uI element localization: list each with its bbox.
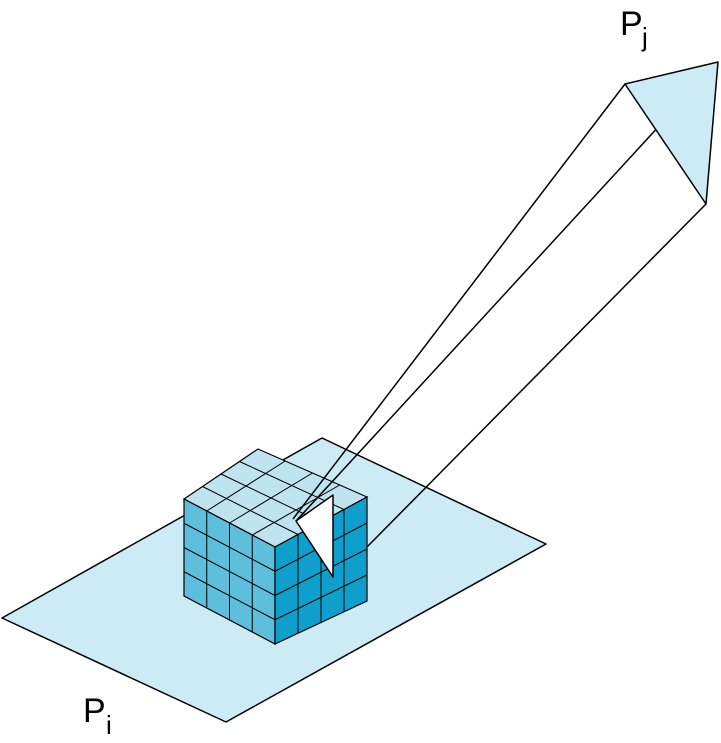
voxel-grid-line: [220, 473, 322, 523]
voxel-grid-line: [274, 574, 368, 621]
projected-triangle-pj: [624, 61, 719, 205]
voxel-grid-line: [183, 571, 276, 621]
projection-ray: [295, 61, 719, 522]
voxel-grid-line: [252, 484, 340, 536]
voxel-grid-line: [274, 548, 368, 596]
label-pi: P i: [83, 692, 112, 740]
label-pj-letter: P: [620, 5, 643, 43]
label-pj: P j: [620, 5, 648, 52]
projection-rays: [292, 61, 719, 548]
projection-ray: [366, 203, 707, 548]
label-pi-subscript: i: [106, 710, 112, 740]
source-triangle: [295, 494, 334, 578]
voxel-grid-line: [183, 547, 276, 596]
label-pj-subscript: j: [641, 22, 648, 52]
label-pi-letter: P: [83, 692, 106, 730]
projection-ray: [292, 83, 626, 520]
